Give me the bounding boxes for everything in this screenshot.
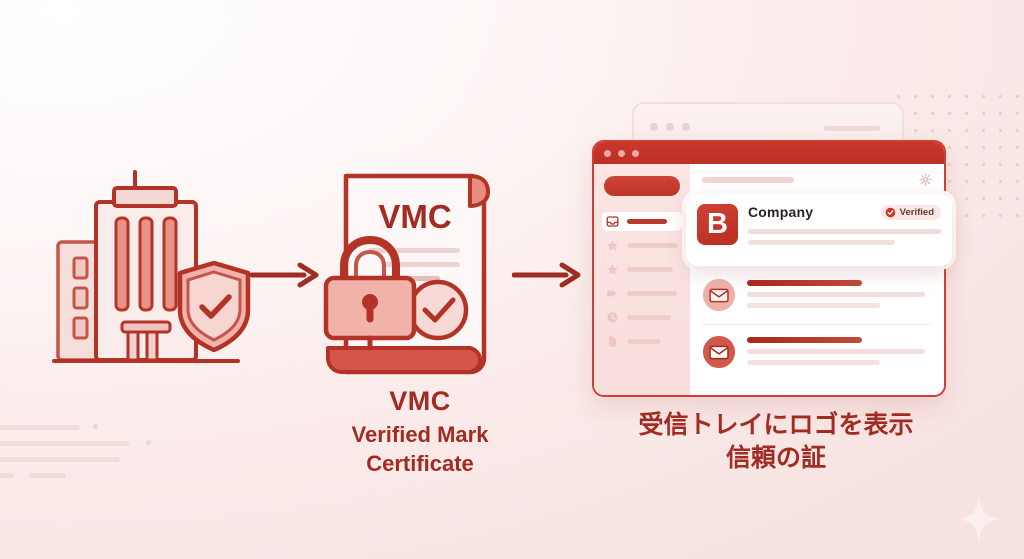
scroll-base: [326, 346, 482, 374]
sidebar-item-starred-2[interactable]: [602, 260, 682, 279]
arrow-right-icon-1: [250, 262, 319, 288]
clock-icon: [607, 312, 618, 323]
message-snippet-2: [747, 303, 881, 308]
card-line-2: [748, 240, 895, 245]
speed-line: [0, 425, 80, 430]
inbox-caption-line1: 受信トレイにロゴを表示: [638, 410, 914, 439]
shield-check-icon: [177, 260, 251, 353]
window-dot: [666, 123, 674, 131]
envelope-avatar-icon: [702, 335, 736, 369]
gear-icon[interactable]: [919, 173, 932, 186]
email-toolbar: [702, 173, 932, 186]
list-divider: [702, 324, 932, 325]
arrow-right-icon-2: [512, 262, 581, 288]
search-input[interactable]: [702, 176, 794, 183]
verified-sender-card[interactable]: B Company Verified: [686, 194, 952, 266]
window-dot: [650, 123, 658, 131]
sidebar-label: [627, 339, 661, 344]
sidebar-label: [627, 267, 673, 272]
building-roof: [112, 186, 178, 208]
minimize-dot[interactable]: [618, 149, 625, 157]
email-app-titlebar: [594, 142, 944, 164]
message-snippet-2: [747, 360, 881, 365]
inbox-caption-line2: 信頼の証: [725, 443, 826, 472]
message-snippet-1: [747, 292, 925, 297]
speed-line: [0, 457, 120, 462]
document-icon: [608, 336, 617, 347]
sidebar-item-inbox[interactable]: [602, 212, 682, 231]
sender-name: Company: [748, 204, 814, 220]
background-window-addressbar: [824, 126, 880, 131]
card-line-1: [748, 229, 941, 234]
inbox-caption: 受信トレイにロゴを表示 信頼の証: [600, 408, 952, 474]
email-app-window: [592, 140, 946, 397]
corporate-buildings-illustration: [52, 170, 251, 363]
email-sidebar: [594, 164, 690, 395]
speed-dot: [93, 424, 98, 429]
sidebar-label: [627, 315, 671, 320]
certificate-caption-line3: Certificate: [366, 451, 474, 477]
sidebar-item-snoozed[interactable]: [602, 308, 682, 327]
sparkle-star-icon: [958, 496, 1000, 542]
status-badge-label: Verified: [899, 206, 934, 218]
certificate-heading: VMC: [378, 198, 451, 235]
sidebar-label: [627, 219, 667, 224]
star-icon: [607, 240, 618, 251]
sidebar-label: [627, 291, 677, 296]
maximize-dot[interactable]: [632, 149, 639, 157]
check-circle-icon: [407, 279, 469, 341]
table-row[interactable]: [702, 325, 932, 381]
message-subject: [747, 280, 862, 286]
status-badge: Verified: [880, 204, 941, 220]
email-client-mockup: B Company Verified: [592, 102, 960, 402]
table-row[interactable]: [702, 268, 932, 324]
check-circle-icon: [885, 207, 895, 217]
window-dot: [682, 123, 690, 131]
speed-line: [0, 473, 14, 478]
certificate-caption: VMC Verified Mark Certificate: [300, 385, 540, 478]
message-snippet-1: [747, 349, 925, 354]
sidebar-item-starred-1[interactable]: [602, 236, 682, 255]
padlock-icon: [323, 235, 417, 351]
speed-line: [28, 473, 66, 478]
inbox-icon: [606, 216, 619, 227]
vmc-certificate-illustration: VMC: [323, 173, 490, 375]
page-curl: [468, 174, 490, 208]
message-preview: [747, 335, 932, 371]
certificate-caption-line1: VMC: [389, 386, 451, 416]
compose-button[interactable]: [604, 176, 680, 196]
background-window-traffic-lights: [650, 123, 690, 131]
envelope-avatar-icon: [702, 278, 736, 312]
message-preview: [747, 278, 932, 314]
message-subject: [747, 337, 862, 343]
speed-line: [0, 441, 129, 446]
brand-logo: B: [697, 204, 738, 245]
speed-dot: [146, 440, 151, 445]
sidebar-label: [627, 243, 678, 248]
sidebar-item-labels[interactable]: [602, 284, 682, 303]
sidebar-item-drafts[interactable]: [602, 332, 682, 351]
star-icon: [607, 264, 618, 275]
close-dot[interactable]: [604, 149, 611, 157]
certificate-caption-line2: Verified Mark: [351, 421, 489, 447]
tag-icon: [607, 290, 617, 297]
